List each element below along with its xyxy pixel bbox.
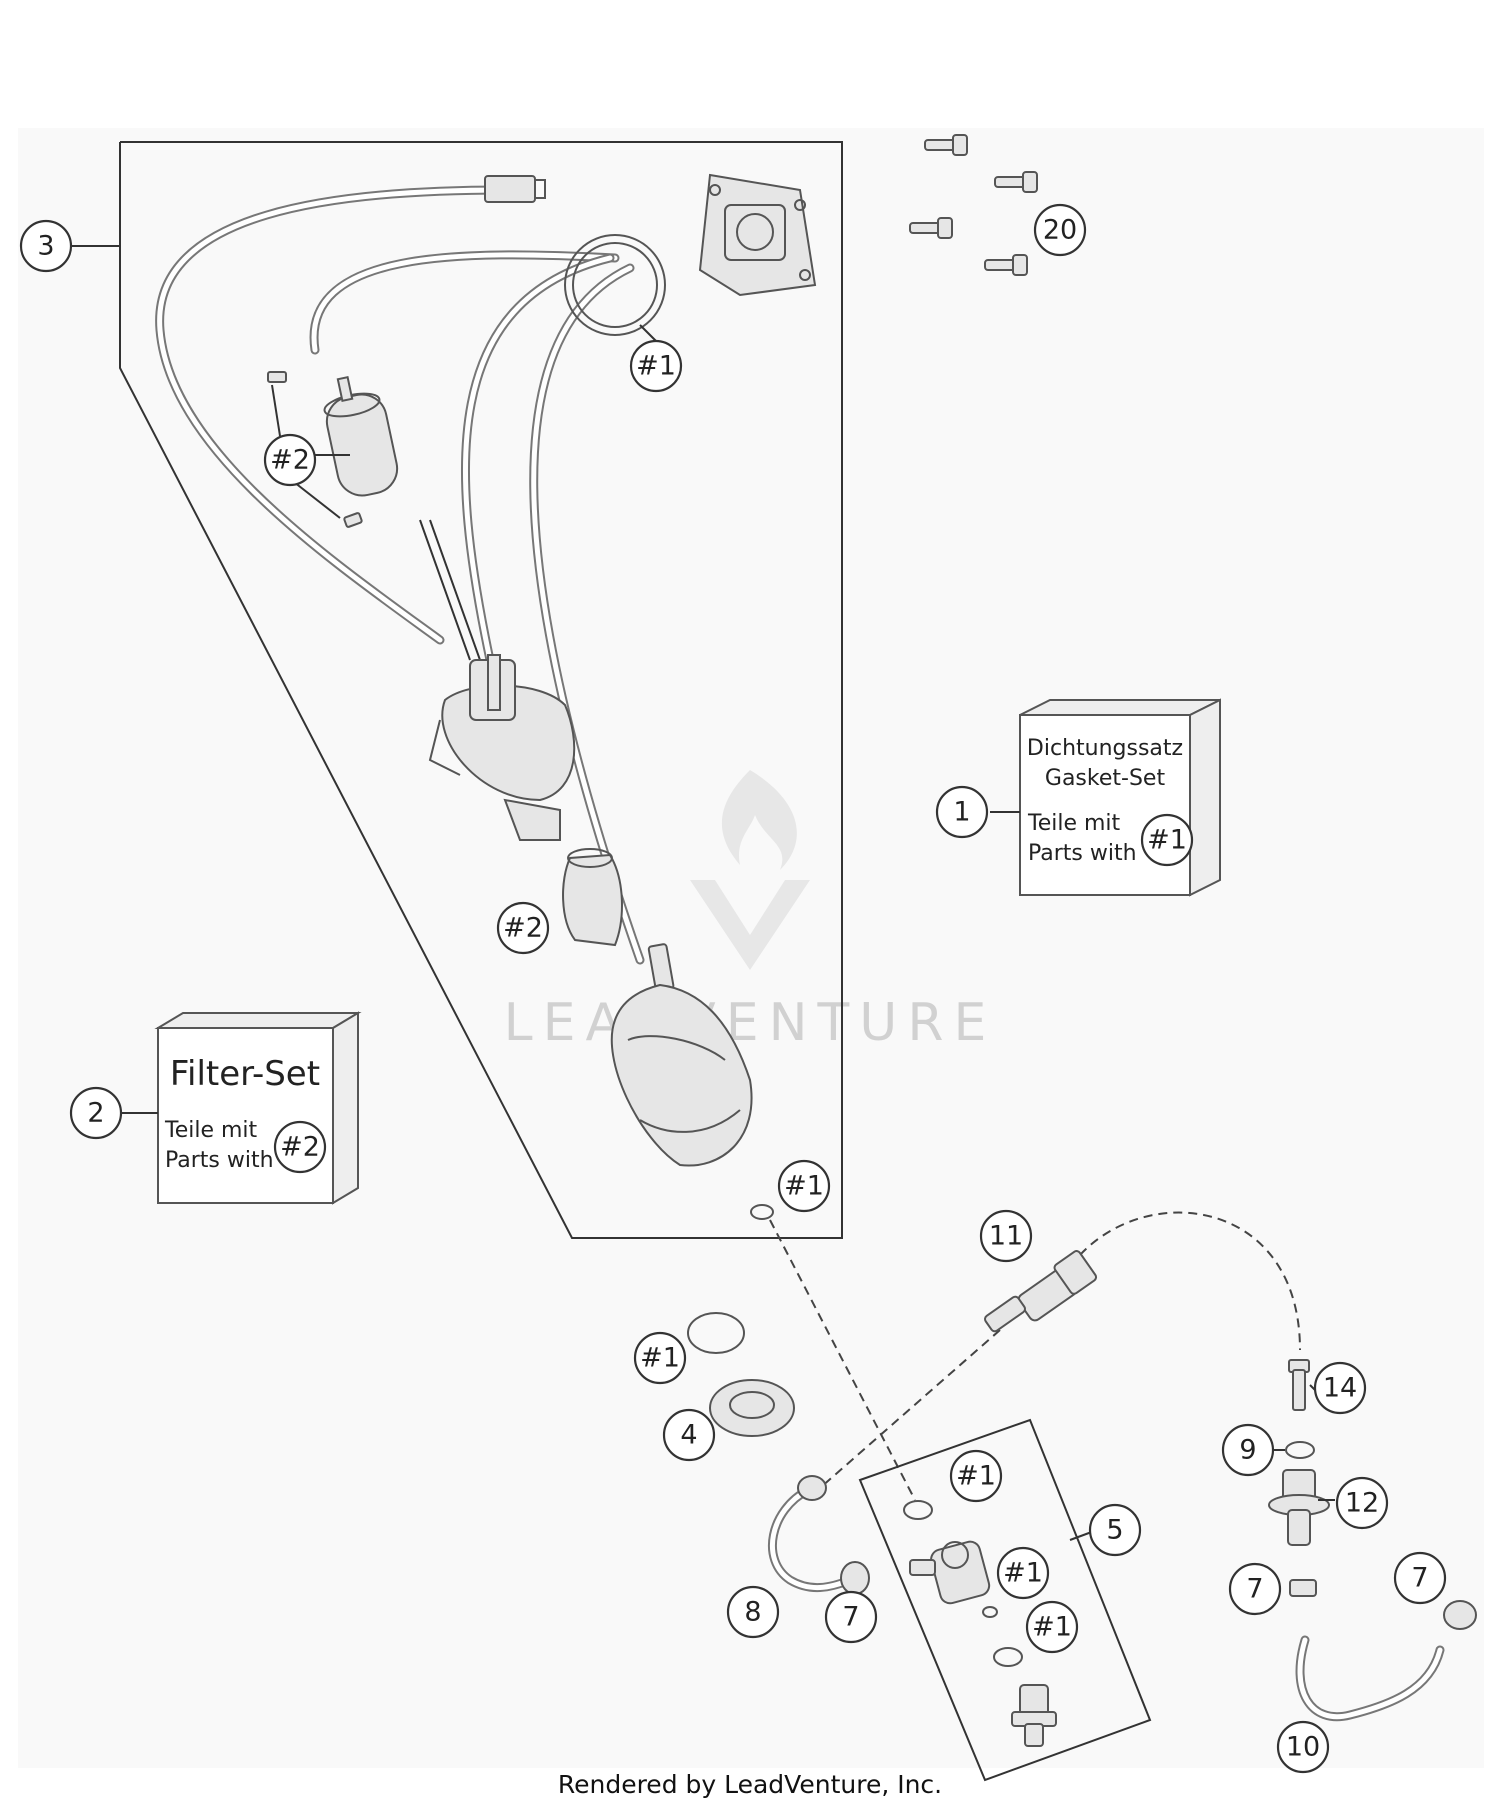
- gasket-box-ref-callout: #1: [1140, 813, 1194, 867]
- wiring-harness: [155, 185, 645, 965]
- svg-text:#1: #1: [636, 351, 676, 382]
- callout-1-pump-oring: #1: [777, 1159, 831, 1213]
- filter-set-box: Filter-Set Teile mit Parts with: [154, 1011, 362, 1205]
- seal-oring: [687, 1312, 745, 1354]
- gasket-box-line3: Teile mit: [1027, 811, 1121, 836]
- svg-text:14: 14: [1323, 1373, 1357, 1404]
- pressure-sensor: [984, 1250, 1098, 1333]
- svg-text:5: 5: [1106, 1515, 1123, 1546]
- screw-set-20: [909, 134, 1038, 276]
- svg-text:8: 8: [744, 1597, 761, 1628]
- callout-1-seal-oring: #1: [633, 1331, 687, 1385]
- hose-clamp-right: [1443, 1600, 1477, 1630]
- callout-20: 20: [1033, 203, 1087, 257]
- svg-text:#2: #2: [503, 913, 543, 944]
- callout-4: 4: [662, 1408, 716, 1462]
- pump-flange-plate: [698, 173, 817, 297]
- svg-text:2: 2: [87, 1098, 104, 1129]
- diagram-background: [18, 128, 1484, 1768]
- svg-text:12: 12: [1345, 1488, 1379, 1519]
- bracket-group-5-outline: [858, 1418, 1152, 1782]
- svg-text:#2: #2: [270, 445, 310, 476]
- rubber-grommet: [709, 1379, 795, 1437]
- filter-clip-bottom: [343, 512, 363, 528]
- gasket-box-line4: Parts with: [1028, 841, 1137, 866]
- dash-oring-to-bracket: [769, 1219, 916, 1501]
- callout-1-bracket-c: #1: [1025, 1600, 1079, 1654]
- render-credit: Rendered by LeadVenture, Inc.: [557, 1770, 943, 1799]
- gasket-box-line2: Gasket-Set: [1045, 766, 1166, 791]
- callout-2-filter: #2: [263, 433, 317, 487]
- gasket-set-box: Dichtungssatz Gasket-Set Teile mit Parts…: [1019, 698, 1221, 897]
- watermark-text: LEADVENTURE: [504, 993, 997, 1053]
- bracket-oring-b: [982, 1606, 998, 1618]
- svg-text:7: 7: [1246, 1574, 1263, 1605]
- bracket-oring-a: [903, 1500, 933, 1520]
- filter-clip-top: [267, 371, 287, 383]
- svg-text:20: 20: [1043, 215, 1077, 246]
- hose-8: [767, 1475, 855, 1593]
- gasket-box-line1: Dichtungssatz: [1027, 736, 1183, 761]
- callout-14: 14: [1313, 1361, 1367, 1415]
- pump-sleeve: [562, 848, 623, 947]
- bracket-nipple: [1011, 1684, 1057, 1747]
- bolt-14: [1288, 1359, 1310, 1411]
- callout-9: 9: [1221, 1423, 1275, 1477]
- callout-2-sleeve: #2: [496, 901, 550, 955]
- callout-8: 8: [726, 1585, 780, 1639]
- svg-text:7: 7: [1411, 1563, 1428, 1594]
- svg-text:1: 1: [953, 797, 970, 828]
- callout-1-seal-ring: #1: [629, 339, 683, 393]
- filter-box-ref-callout: #2: [273, 1120, 327, 1174]
- svg-text:#1: #1: [784, 1171, 824, 1202]
- svg-text:11: 11: [989, 1221, 1023, 1252]
- hose-10: [1295, 1635, 1445, 1722]
- fitting-12: [1268, 1469, 1330, 1546]
- filter-box-line1: Teile mit: [164, 1118, 258, 1143]
- dash-sensor-to-hose: [819, 1329, 1001, 1489]
- hose-clamp-mid: [1289, 1579, 1317, 1597]
- svg-text:7: 7: [842, 1602, 859, 1633]
- callout-11: 11: [979, 1209, 1033, 1263]
- callout-7-left: 7: [824, 1590, 878, 1644]
- svg-text:#1: #1: [1032, 1612, 1072, 1643]
- svg-text:4: 4: [680, 1420, 697, 1451]
- svg-text:#1: #1: [956, 1461, 996, 1492]
- filter-box-title: Filter-Set: [170, 1054, 320, 1094]
- fuel-pump: [610, 943, 753, 1167]
- pump-module: [428, 654, 576, 841]
- svg-text:3: 3: [37, 231, 54, 262]
- callout-5: 5: [1088, 1503, 1142, 1557]
- harness-connector: [484, 175, 546, 203]
- callout-2: 2: [69, 1086, 123, 1140]
- dash-sensor-to-bolt: [1079, 1211, 1301, 1351]
- callout-1-bracket-a: #1: [949, 1449, 1003, 1503]
- inline-fuel-filter: [267, 371, 399, 528]
- oring-9: [1285, 1441, 1315, 1459]
- assembly-3-outline: [119, 141, 843, 1239]
- bracket-oring-c: [993, 1647, 1023, 1667]
- callout-12: 12: [1335, 1476, 1389, 1530]
- tank-seal-ring: [564, 234, 666, 336]
- callout-7-right: 7: [1393, 1551, 1447, 1605]
- svg-text:#1: #1: [640, 1343, 680, 1374]
- svg-text:#1: #1: [1003, 1558, 1043, 1589]
- watermark-logo: LEADVENTURE: [504, 770, 997, 1053]
- svg-text:#2: #2: [280, 1132, 320, 1163]
- callout-1-bracket-b: #1: [996, 1546, 1050, 1600]
- svg-text:#1: #1: [1147, 825, 1187, 856]
- callout-1: 1: [935, 785, 989, 839]
- filter-box-line2: Parts with: [165, 1148, 274, 1173]
- callout-3: 3: [19, 219, 73, 273]
- hose-clamp-left: [840, 1561, 870, 1595]
- callout-10: 10: [1276, 1720, 1330, 1774]
- fuel-connector-bracket: [909, 1540, 991, 1605]
- pump-oring: [750, 1204, 774, 1220]
- callout-7-mid: 7: [1228, 1562, 1282, 1616]
- svg-text:10: 10: [1286, 1732, 1320, 1763]
- svg-text:9: 9: [1239, 1435, 1256, 1466]
